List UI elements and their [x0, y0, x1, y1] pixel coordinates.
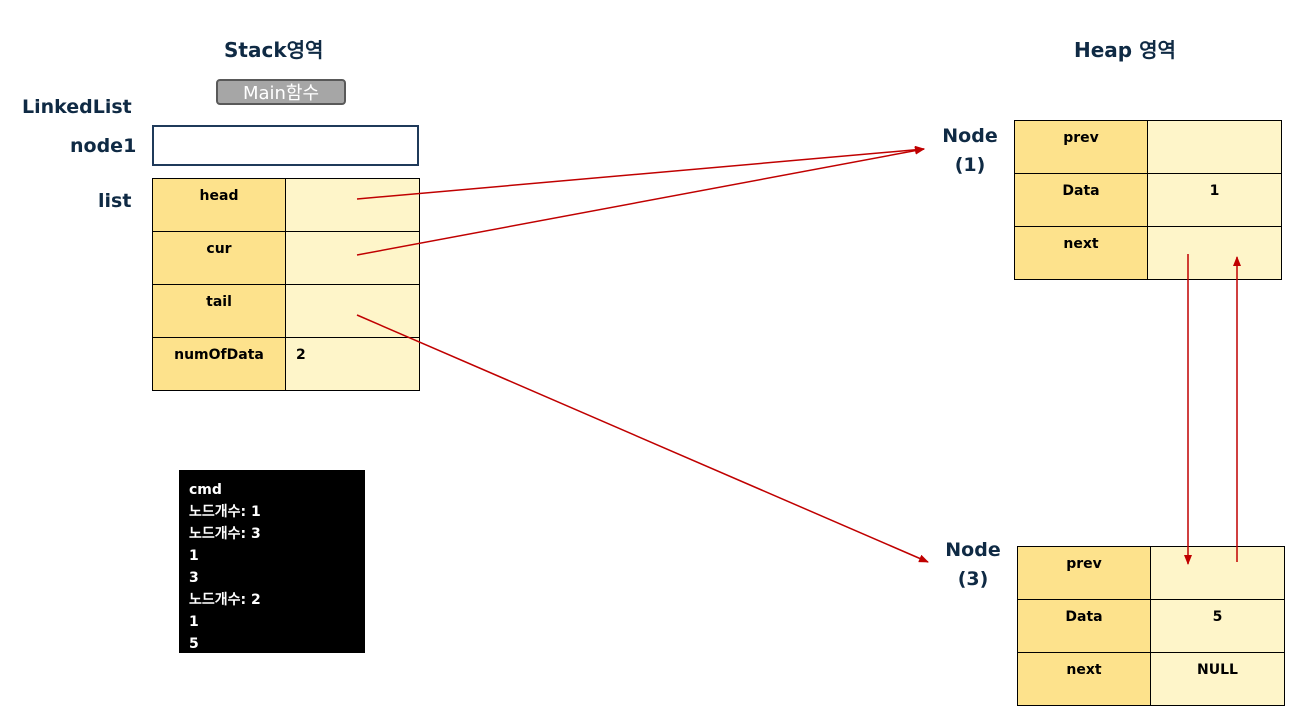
heap-node-3-row-data: Data 5 [1017, 599, 1285, 653]
stack-area-title: Stack영역 [224, 38, 324, 62]
heap-node-3-key-data: Data [1017, 599, 1151, 653]
heap-node-1-key-data: Data [1014, 173, 1148, 227]
list-value-numofdata: 2 [285, 337, 420, 391]
main-function-badge: Main함수 [216, 79, 346, 105]
console-line: 3 [189, 570, 199, 586]
heap-node-3-title-line1: Node [945, 539, 1001, 561]
heap-node-1-row-next: next [1014, 226, 1282, 280]
heap-node-1-title: Node (1) [940, 122, 1000, 180]
console-line: cmd [189, 482, 222, 498]
console-line: 노드개수: 2 [189, 592, 261, 608]
list-row-head: head [152, 178, 420, 232]
console-line: 노드개수: 3 [189, 526, 261, 542]
list-row-numofdata: numOfData 2 [152, 337, 420, 391]
list-key-cur: cur [152, 231, 286, 285]
node1-variable-box [152, 125, 419, 166]
heap-node-3-title: Node (3) [943, 536, 1003, 594]
list-label: list [98, 190, 132, 212]
heap-node-1-row-data: Data 1 [1014, 173, 1282, 227]
list-key-tail: tail [152, 284, 286, 338]
list-key-numofdata: numOfData [152, 337, 286, 391]
console-line: 노드개수: 1 [189, 504, 261, 520]
list-value-cur [285, 231, 420, 285]
heap-node-3-key-prev: prev [1017, 546, 1151, 600]
heap-node-3-row-next: next NULL [1017, 652, 1285, 706]
heap-node-3-row-prev: prev [1017, 546, 1285, 600]
heap-node-1-value-data: 1 [1147, 173, 1282, 227]
node1-label: node1 [70, 135, 137, 157]
list-value-head [285, 178, 420, 232]
heap-node-1-key-next: next [1014, 226, 1148, 280]
list-value-tail [285, 284, 420, 338]
heap-node-1-table: prev Data 1 next [1014, 120, 1282, 280]
head-pointer-arrow [356, 145, 925, 200]
cur-pointer-arrow [356, 146, 925, 256]
heap-node-3-value-data: 5 [1150, 599, 1285, 653]
heap-node-1-title-line2: (1) [954, 154, 986, 176]
heap-node-3-title-line2: (3) [957, 568, 989, 590]
heap-node-1-title-line1: Node [942, 125, 998, 147]
heap-node-1-value-next [1147, 226, 1282, 280]
console-line: 1 [189, 614, 199, 630]
heap-node-3-value-next: NULL [1150, 652, 1285, 706]
list-struct-table: head cur tail numOfData 2 [152, 178, 420, 391]
heap-node-3-value-prev [1150, 546, 1285, 600]
list-row-tail: tail [152, 284, 420, 338]
console-output: cmd 노드개수: 1 노드개수: 3 1 3 노드개수: 2 1 5 [179, 470, 365, 653]
heap-area-title: Heap 영역 [1074, 38, 1176, 62]
heap-node-1-row-prev: prev [1014, 120, 1282, 174]
linkedlist-label: LinkedList [22, 96, 132, 118]
heap-node-3-key-next: next [1017, 652, 1151, 706]
list-key-head: head [152, 178, 286, 232]
tail-pointer-arrow [356, 314, 929, 563]
heap-node-1-key-prev: prev [1014, 120, 1148, 174]
console-line: 5 [189, 636, 199, 652]
heap-node-1-value-prev [1147, 120, 1282, 174]
list-row-cur: cur [152, 231, 420, 285]
console-line: 1 [189, 548, 199, 564]
heap-node-3-table: prev Data 5 next NULL [1017, 546, 1285, 706]
